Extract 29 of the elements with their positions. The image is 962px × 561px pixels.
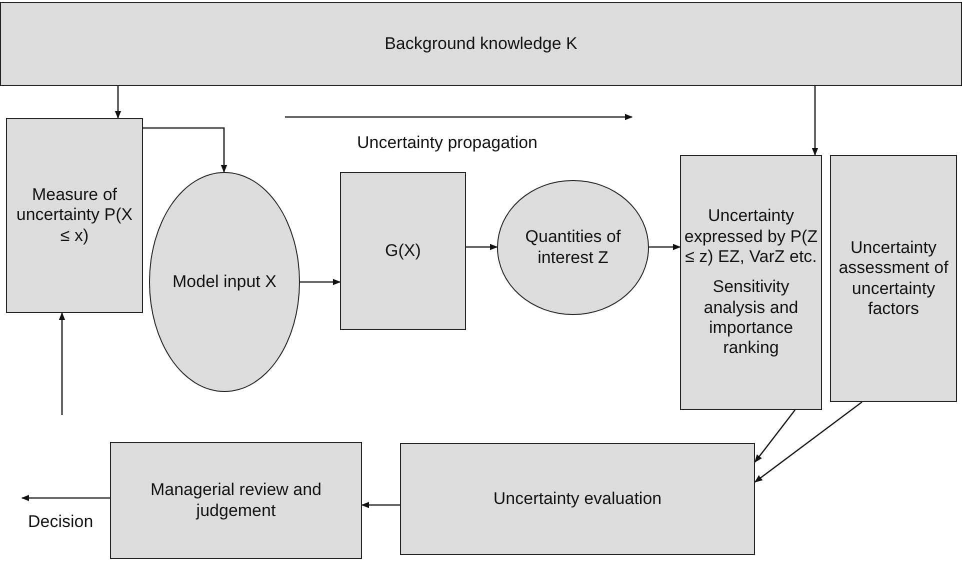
node-text: Uncertainty assessment of uncertainty factors [838,238,950,320]
arrow [649,244,681,250]
arrow [754,401,862,483]
arrow [300,278,341,286]
node-text: Uncertainty evaluation [492,488,663,510]
annotation-label: Uncertainty propagation [357,133,538,153]
process-box [400,443,755,555]
node-text: G(X) [384,240,422,262]
node-text: Quantities of interest Z [524,227,622,268]
arrow [361,502,400,508]
node-text: Background knowledge K [384,34,578,54]
arrow [466,244,498,250]
arrow [812,86,818,156]
process-box [830,155,957,402]
process-box [110,442,362,559]
node-text: Managerial review and judgement [149,480,323,521]
knowledge-band [0,2,962,86]
node-text: Measure of uncertainty P(X ≤ x) [15,184,134,246]
arrow [143,127,228,173]
node-text: Uncertainty expressed by P(Z ≤ z) EZ, VarZ etc. [683,206,819,268]
arrow [754,410,796,463]
function-box [340,172,466,330]
process-box [680,155,822,410]
arrow [114,86,122,119]
node-text: Model input X [172,272,278,292]
node-text: Sensitivity analysis and importance ranking [702,277,800,359]
arrow [21,494,110,502]
arrow [58,312,66,415]
process-box [6,118,143,313]
